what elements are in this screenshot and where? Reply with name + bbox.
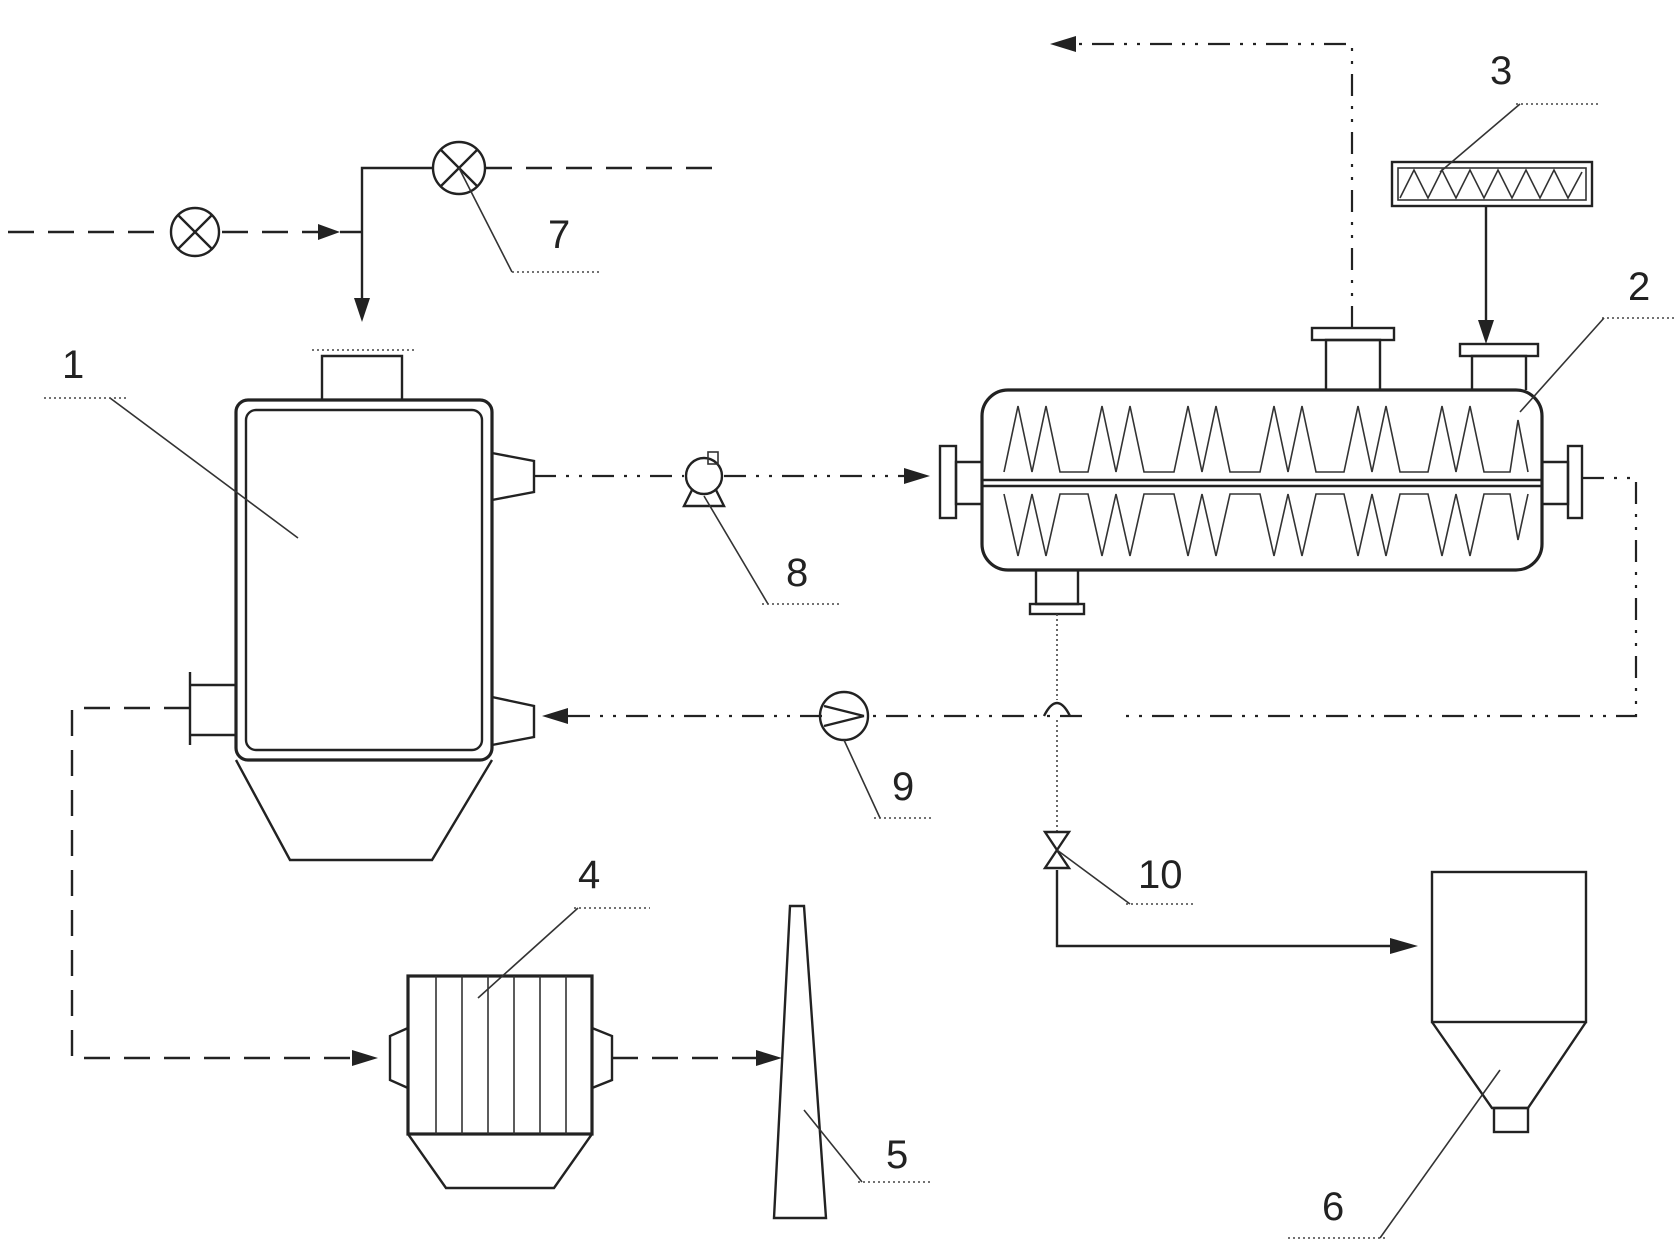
pump-9-icon	[818, 690, 870, 742]
exhaust-line	[1050, 36, 1354, 328]
svg-text:7: 7	[548, 213, 570, 257]
label-3: 3	[1439, 49, 1600, 173]
svg-text:2: 2	[1628, 265, 1650, 309]
chimney-5	[772, 904, 828, 1220]
label-10: 10	[1056, 849, 1196, 905]
valve-10-icon	[1042, 830, 1072, 870]
gas-to-chimney-line	[612, 1050, 782, 1066]
svg-text:4: 4	[578, 853, 600, 897]
svg-text:1: 1	[62, 343, 84, 387]
pump-8-icon	[682, 451, 726, 508]
label-7: 7	[458, 167, 602, 273]
label-5: 5	[803, 1109, 932, 1183]
valve-inlet-left-icon	[169, 206, 221, 258]
label-4: 4	[477, 853, 650, 999]
ash-silo-6	[1430, 870, 1588, 1134]
label-8: 8	[703, 495, 842, 605]
solids-line	[1042, 614, 1418, 954]
svg-text:9: 9	[892, 765, 914, 809]
svg-text:6: 6	[1322, 1185, 1344, 1229]
svg-text:10: 10	[1138, 853, 1183, 897]
label-2: 2	[1519, 265, 1674, 413]
dryer-2	[938, 326, 1584, 616]
line-reactor-to-dryer	[534, 468, 930, 484]
dust-collector-4	[388, 974, 614, 1190]
screw-feeder-3	[1390, 160, 1594, 344]
dryer-screw-upper	[1003, 405, 1529, 473]
label-9: 9	[843, 739, 932, 819]
label-1: 1	[44, 343, 299, 539]
flue-gas-line	[70, 706, 378, 1066]
label-6: 6	[1288, 1069, 1501, 1239]
feed-line	[8, 166, 716, 322]
dryer-screw-lower	[1003, 493, 1529, 557]
reactor-1	[188, 349, 536, 862]
return-line	[542, 476, 1638, 724]
svg-text:3: 3	[1490, 49, 1512, 93]
svg-text:5: 5	[886, 1133, 908, 1177]
svg-text:8: 8	[786, 551, 808, 595]
